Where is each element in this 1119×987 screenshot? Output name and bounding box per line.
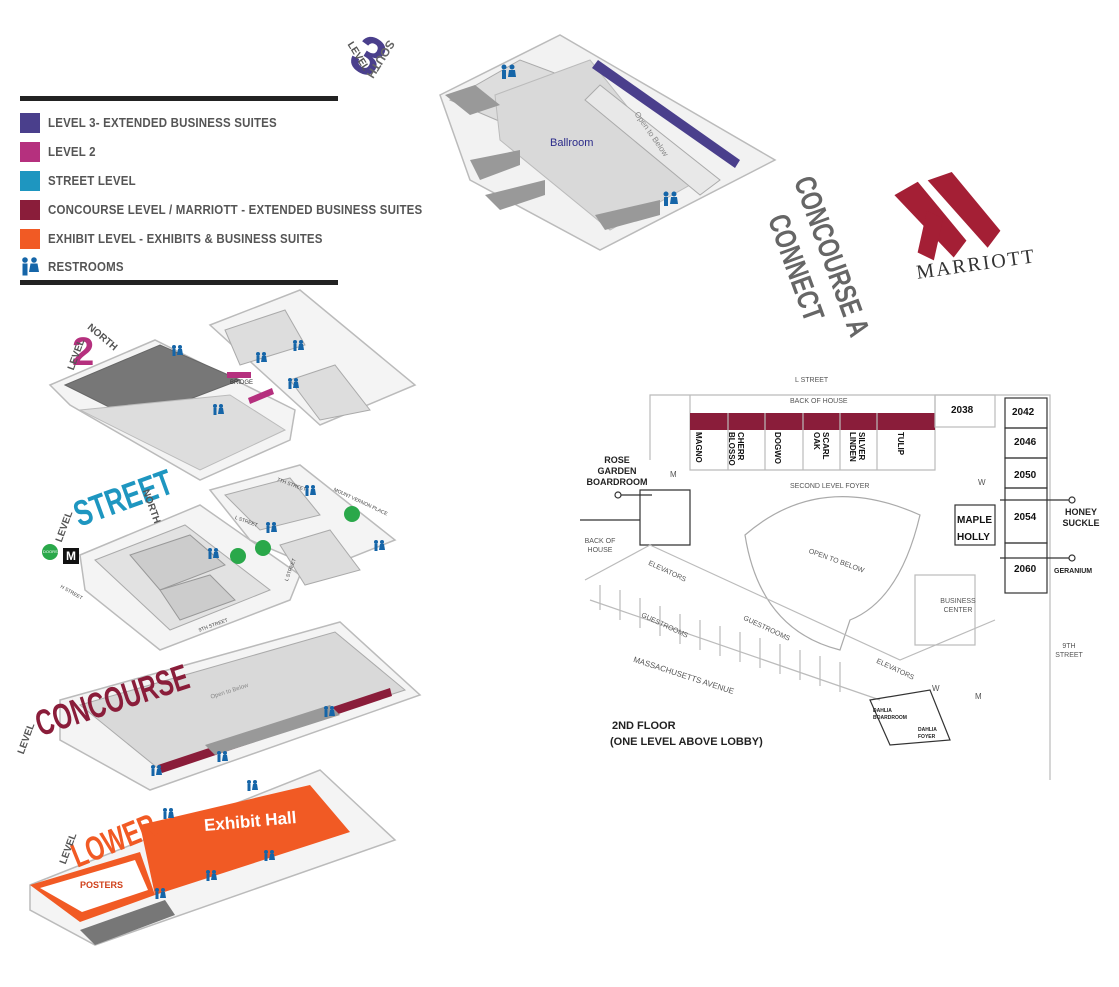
restroom-w-label: W (932, 684, 940, 693)
doors-marker (344, 506, 360, 522)
north-level-2-map (48, 289, 417, 481)
rose-garden-boardroom: ROSE GARDEN BOARDROOM (586, 455, 648, 487)
legend-item-concourse: CONCOURSE LEVEL / MARRIOTT - EXTENDED BU… (20, 200, 455, 220)
restroom-w-label: W (978, 478, 986, 487)
marriott-logo-icon (894, 171, 1001, 261)
posters-label: POSTERS (80, 880, 124, 890)
legend-swatch (20, 142, 40, 162)
restroom-icon (288, 378, 299, 389)
doors-marker (230, 548, 246, 564)
street-name: L STREET (795, 377, 829, 384)
restroom-icon (22, 257, 39, 276)
room-silver-linden: SILVER LINDEN (848, 432, 866, 462)
bridge-label: BRIDGE (230, 380, 254, 386)
back-of-house-left: BACK OF HOUSE (584, 538, 616, 554)
restroom-icon (206, 870, 217, 881)
ballroom-label: Ballroom (550, 137, 594, 149)
restroom-icon (264, 850, 275, 861)
doors-marker (42, 544, 58, 560)
restroom-icon (172, 345, 183, 356)
legend-label: LEVEL 3- EXTENDED BUSINESS SUITES (48, 116, 277, 130)
business-center-label: BUSINESS CENTER (940, 598, 976, 614)
restroom-icon (305, 485, 316, 496)
geranium-label: GERANIUM (1054, 568, 1093, 575)
honeysuckle-label: HONEY SUCKLE (1062, 507, 1100, 528)
restroom-icon (163, 808, 174, 819)
restroom-icon (151, 765, 162, 776)
restroom-icon (324, 706, 335, 717)
metro-label: M (66, 549, 76, 563)
south-level-3-map (439, 34, 777, 251)
legend-swatch (20, 200, 40, 220)
suite-2050: 2050 (1014, 470, 1037, 481)
restroom-icon (293, 340, 304, 351)
doors-label: DOORS (43, 549, 58, 554)
room-tulip: TULIP (896, 432, 905, 456)
back-of-house-label: BACK OF HOUSE (790, 398, 848, 405)
doors-marker (255, 540, 271, 556)
legend-label: LEVEL 2 (48, 145, 96, 159)
restroom-icon (256, 352, 267, 363)
suite-2038: 2038 (951, 405, 974, 416)
restroom-icon (217, 751, 228, 762)
metro-icon (63, 548, 79, 564)
restroom-icon (155, 888, 166, 899)
restroom-icon (501, 64, 516, 79)
room-dogwood: DOGWO (773, 432, 782, 464)
second-floor-plan (580, 394, 1076, 780)
legend-item-exhibit: EXHIBIT LEVEL - EXHIBITS & BUSINESS SUIT… (20, 229, 347, 249)
legend-swatch (20, 113, 40, 133)
room-cherry-blossom: CHERR BLOSSO (727, 432, 745, 466)
legend-bottom-rule (20, 280, 338, 285)
legend-label: STREET LEVEL (48, 174, 136, 188)
legend-label: EXHIBIT LEVEL - EXHIBITS & BUSINESS SUIT… (48, 232, 323, 246)
restroom-m-label: M (670, 470, 677, 479)
legend-item-restrooms: RESTROOMS (20, 257, 130, 277)
legend-label: RESTROOMS (48, 260, 124, 274)
level2-band (227, 372, 251, 378)
lower-level-map (29, 769, 397, 946)
floor-caption: 2ND FLOOR (612, 720, 676, 732)
restroom-m-label: M (975, 692, 982, 701)
legend-swatch (20, 171, 40, 191)
legend-label: CONCOURSE LEVEL / MARRIOTT - EXTENDED BU… (48, 203, 423, 217)
suite-2054: 2054 (1014, 512, 1037, 523)
suite-2046: 2046 (1014, 437, 1037, 448)
second-level-foyer: SECOND LEVEL FOYER (790, 483, 870, 490)
north-level-number: 2 (72, 330, 95, 374)
dahlia-boardroom-label: DAHLIA BOARDROOM (873, 708, 907, 721)
floor-caption-sub: (ONE LEVEL ABOVE LOBBY) (610, 736, 763, 748)
suite-2060: 2060 (1014, 564, 1037, 575)
room-maple: MAPLE (957, 515, 992, 526)
legend-top-rule (20, 96, 338, 101)
legend-swatch (20, 229, 40, 249)
street-level-map (79, 464, 397, 651)
suite-2042: 2042 (1012, 407, 1035, 418)
dahlia-foyer-label: DAHLIA FOYER (918, 727, 937, 740)
legend-item-level2: LEVEL 2 (20, 142, 100, 162)
exhibit-hall-area (140, 785, 350, 895)
concourse-suites-strip (690, 413, 935, 430)
restroom-icon (663, 191, 678, 206)
restroom-icon (208, 548, 219, 559)
restroom-icon (247, 780, 258, 791)
legend-item-street: STREET LEVEL (20, 171, 143, 191)
restroom-icon (374, 540, 385, 551)
level3-suites-band (592, 60, 740, 168)
room-magnolia: MAGNO (694, 432, 703, 463)
room-scarlet-oak: SCARL OAK (812, 432, 830, 460)
ninth-street-label: 9TH STREET (1055, 643, 1083, 659)
restroom-icon (213, 404, 224, 415)
room-holly: HOLLY (957, 532, 990, 543)
legend-item-level3: LEVEL 3- EXTENDED BUSINESS SUITES (20, 113, 297, 133)
restroom-icon (266, 522, 277, 533)
